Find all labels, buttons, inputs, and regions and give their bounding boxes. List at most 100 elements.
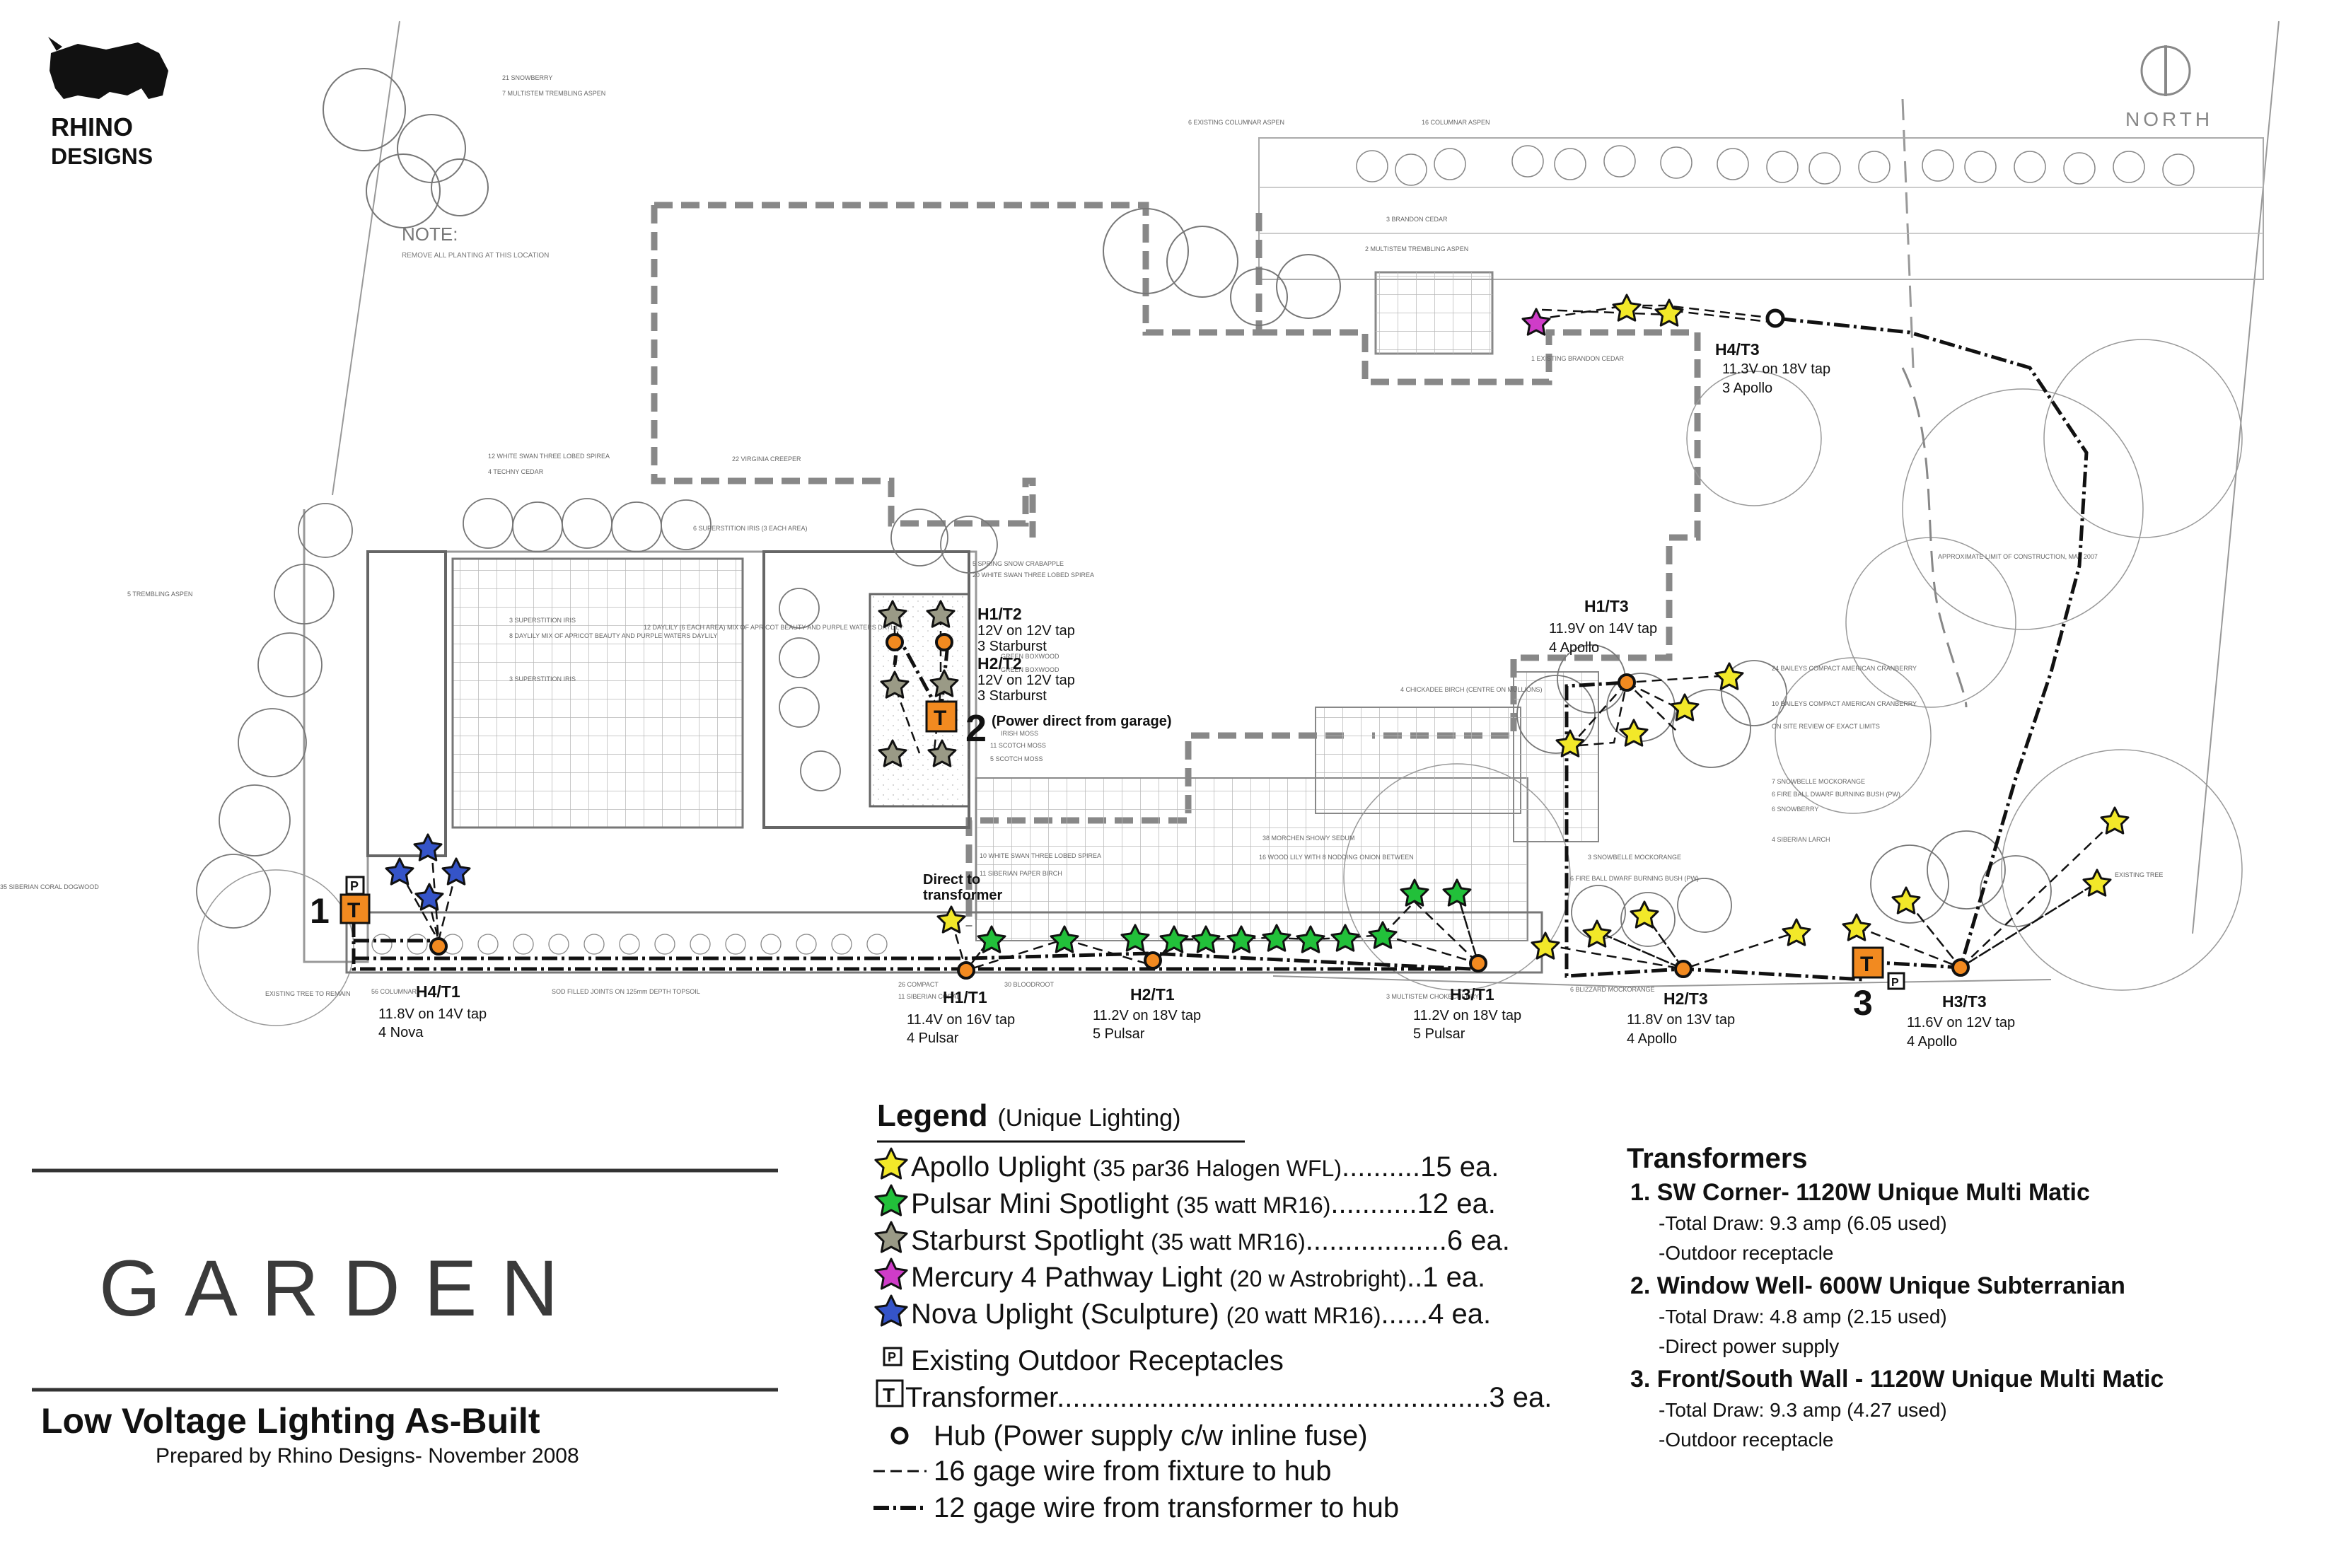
hub-labels: H4/T3 11.3V on 18V tap 3 Apollo H1/T3 11… xyxy=(378,340,2015,1050)
note-title: NOTE: xyxy=(402,223,458,245)
plant-label: 4 TECHNY CEDAR xyxy=(488,468,544,475)
apollo-uplight-icon xyxy=(1612,294,1642,322)
hub-label-h2-t1: H2/T1 11.2V on 18V tap 5 Pulsar xyxy=(1093,985,1201,1042)
receptacle-icon-letter: P xyxy=(888,1350,896,1364)
hub-label-line: 3 Starburst xyxy=(977,639,1047,654)
pulsar-spotlight-icon xyxy=(874,1184,908,1216)
transformer-letter: T xyxy=(347,899,360,922)
transformer-detail: -Outdoor receptacle xyxy=(1659,1242,1833,1264)
pulsar-spotlight-icon xyxy=(1120,924,1150,952)
plant-label: GREEN BOXWOOD xyxy=(1001,666,1059,673)
plant-label: 4 SIBERIAN LARCH xyxy=(1772,836,1830,843)
hub-label-h1-t2: H1/T2 12V on 12V tap 3 Starburst xyxy=(977,605,1075,654)
hub-label-line: 5 Pulsar xyxy=(1413,1026,1465,1042)
apollo-uplight-icon xyxy=(1782,918,1811,946)
transformer-detail: -Outdoor receptacle xyxy=(1659,1429,1833,1451)
hub-label-line: 11.2V on 18V tap xyxy=(1413,1008,1521,1023)
apollo-uplight-icon xyxy=(1630,900,1659,929)
plant-label: 6 FIRE BALL DWARF BURNING BUSH (PW) xyxy=(1570,875,1699,882)
plant-label: 12 DAYLILY (6 EACH AREA) MIX OF APRICOT … xyxy=(644,624,903,631)
hub-label-h3-t1: H3/T1 11.2V on 18V tap 5 Pulsar xyxy=(1413,985,1521,1042)
transformer-letter: T xyxy=(1860,953,1873,976)
plant-label: 10 WHITE SWAN THREE LOBED SPIREA xyxy=(980,852,1101,859)
nova-uplight-icon xyxy=(413,833,443,861)
hub-label-line: 5 Pulsar xyxy=(1093,1026,1145,1042)
hub-label-h2-t3: H2/T3 11.8V on 13V tap 4 Apollo xyxy=(1627,989,1735,1047)
hub-label-line: 11.8V on 13V tap xyxy=(1627,1012,1735,1028)
hub-marker xyxy=(935,633,953,651)
pulsar-spotlight-icon xyxy=(1442,878,1472,907)
starburst-spotlight-icon xyxy=(929,669,959,697)
hub-marker xyxy=(1469,954,1487,972)
transformer-3-marker xyxy=(1852,946,1884,979)
svg-text:Transformer...................: Transformer.............................… xyxy=(905,1382,1552,1413)
plant-label: EXISTING TREE xyxy=(2115,871,2163,878)
hub-label-line: 11.2V on 18V tap xyxy=(1093,1008,1201,1023)
pulsar-spotlight-icon xyxy=(1368,921,1398,949)
transformer-detail: -Total Draw: 9.3 amp (4.27 used) xyxy=(1659,1399,1947,1421)
nova-uplight-icon xyxy=(874,1294,908,1327)
hub-label-line: 3 Starburst xyxy=(977,688,1047,704)
plant-label: 35 SIBERIAN CORAL DOGWOOD xyxy=(0,883,99,890)
hub-marker xyxy=(886,633,904,651)
plant-label: 6 SUPERSTITION IRIS (3 EACH AREA) xyxy=(693,525,808,532)
hub-label-line: 11.9V on 14V tap xyxy=(1549,621,1657,637)
hub-label-h4-t1: H4/T1 11.8V on 14V tap 4 Nova xyxy=(378,982,487,1040)
nova-uplight-icon xyxy=(441,857,471,885)
receptacle-letter: P xyxy=(350,879,359,893)
plant-label: 6 BLIZZARD MOCKORANGE xyxy=(1570,986,1655,993)
plant-label: EXISTING TREE TO REMAIN xyxy=(265,990,351,997)
pulsar-spotlight-icon xyxy=(977,925,1006,953)
hub-label-title: H1/T3 xyxy=(1584,597,1629,615)
svg-text:Apollo Uplight(35 par36 Haloge: Apollo Uplight(35 par36 Halogen WFL)....… xyxy=(911,1151,1499,1183)
hub-label-line: 4 Apollo xyxy=(1907,1034,1957,1050)
plant-label: 6 EXISTING COLUMNAR ASPEN xyxy=(1188,119,1284,126)
hub-label-title: H3/T3 xyxy=(1942,992,1987,1011)
starburst-spotlight-icon xyxy=(878,600,907,628)
starburst-spotlight-icon xyxy=(878,739,907,767)
plant-label: APPROXIMATE LIMIT OF CONSTRUCTION, MAY 2… xyxy=(1938,553,2098,560)
hub-marker xyxy=(1951,958,1970,977)
transformer-2-marker xyxy=(925,700,958,733)
receptacle-marker xyxy=(1887,972,1905,990)
logo-line2: DESIGNS xyxy=(51,144,153,169)
transformers-on-plan: P T 1 T 2 (Power direct from garage) T P… xyxy=(310,700,1905,1023)
hub-marker xyxy=(1674,960,1693,978)
hub-label-h1-t1: H1/T1 11.4V on 16V tap 4 Pulsar xyxy=(907,988,1015,1046)
plant-label: 3 SUPERSTITION IRIS xyxy=(509,617,576,624)
hub-label-line: 4 Apollo xyxy=(1627,1031,1677,1047)
north-label: NORTH xyxy=(2125,108,2213,130)
apollo-uplight-icon xyxy=(1714,662,1744,690)
svg-text:Pulsar Mini Spotlight(35 watt: Pulsar Mini Spotlight(35 watt MR16).....… xyxy=(911,1188,1496,1219)
hub-label-line: 4 Apollo xyxy=(1549,640,1599,656)
hub-marker xyxy=(957,961,975,980)
legend-title: Legend(Unique Lighting) xyxy=(877,1098,1180,1133)
rhino-designs-logo: RHINO DESIGNS xyxy=(48,37,168,169)
legend-item-receptacle: P Existing Outdoor Receptacles xyxy=(883,1345,1284,1376)
plant-label: 3 SUPERSTITION IRIS xyxy=(509,675,576,683)
plant-label: 8 DAYLILY MIX OF APRICOT BEAUTY AND PURP… xyxy=(509,632,717,639)
direct-note-line: transformer xyxy=(923,888,1002,903)
planting-note: NOTE: REMOVE ALL PLANTING AT THIS LOCATI… xyxy=(402,223,549,260)
plant-labels: 21 SNOWBERRY 7 MULTISTEM TREMBLING ASPEN… xyxy=(0,74,2163,1000)
apollo-uplight-icon xyxy=(2100,806,2130,835)
transformer-detail: -Direct power supply xyxy=(1659,1335,1839,1357)
plant-label: 10 BAILEYS COMPACT AMERICAN CRANBERRY xyxy=(1772,700,1917,707)
transformer-1-marker xyxy=(339,893,371,924)
apollo-uplight-icon xyxy=(1670,693,1700,721)
receptacle-letter: P xyxy=(1891,977,1899,989)
hub-label-line: 12V on 12V tap xyxy=(977,623,1075,639)
plant-label: 20 WHITE SWAN THREE LOBED SPIREA xyxy=(972,571,1094,579)
legend-item-wire12: 12 gage wire from transformer to hub xyxy=(873,1492,1399,1523)
plant-label: 6 FIRE BALL DWARF BURNING BUSH (PW) xyxy=(1772,791,1900,798)
plant-label: 5 SCOTCH MOSS xyxy=(990,755,1043,762)
north-arrow: NORTH xyxy=(2125,45,2213,130)
receptacle-icon xyxy=(883,1347,902,1366)
nova-uplight-icon xyxy=(385,857,414,885)
plant-label: 16 COLUMNAR ASPEN xyxy=(1422,119,1490,126)
nova-fixtures xyxy=(385,833,471,911)
svg-text:Nova Uplight (Sculpture)(20 wa: Nova Uplight (Sculpture)(20 watt MR16)..… xyxy=(911,1299,1491,1330)
starburst-spotlight-icon xyxy=(927,739,957,767)
plant-label: 38 MORCHEN SHOWY SEDUM xyxy=(1262,835,1354,842)
